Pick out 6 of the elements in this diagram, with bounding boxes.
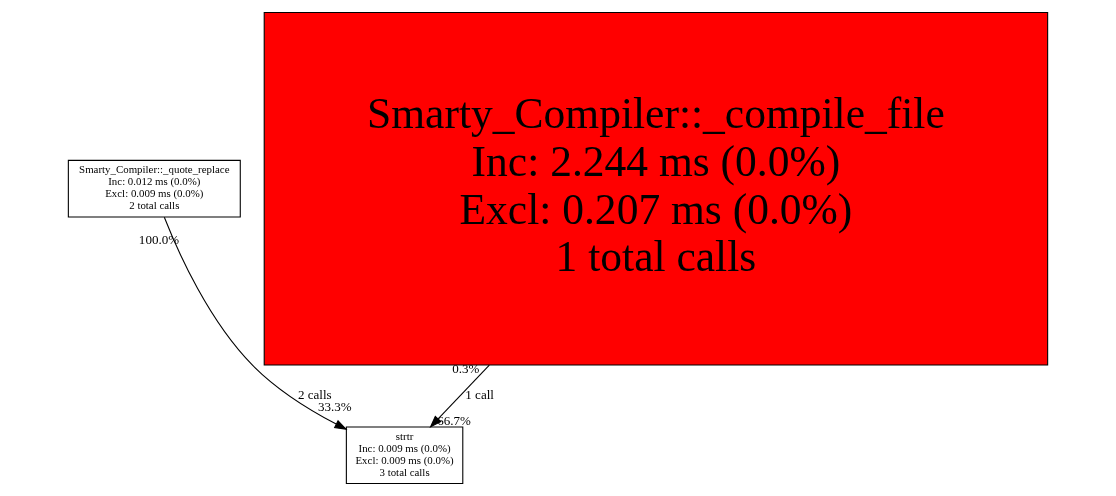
label: 66.7% bbox=[437, 413, 471, 429]
edge-label: 1 call bbox=[465, 387, 494, 403]
node-box: Smarty_Compiler::_compile_file Inc: 2.244 ms (0.0%) Excl: 0.207 ms (0.0%) 1 total calls bbox=[263, 11, 1049, 366]
node-box: Smarty_Compiler::_quote_replace Inc: 0.012 ms (0.0%) Excl: 0.009 ms (0.0%) 2 total calls bbox=[67, 159, 241, 218]
node-box: strtr Inc: 0.009 ms (0.0%) Excl: 0.009 ms (0.0%) 3 total calls bbox=[345, 426, 464, 485]
arrow bbox=[163, 216, 348, 430]
